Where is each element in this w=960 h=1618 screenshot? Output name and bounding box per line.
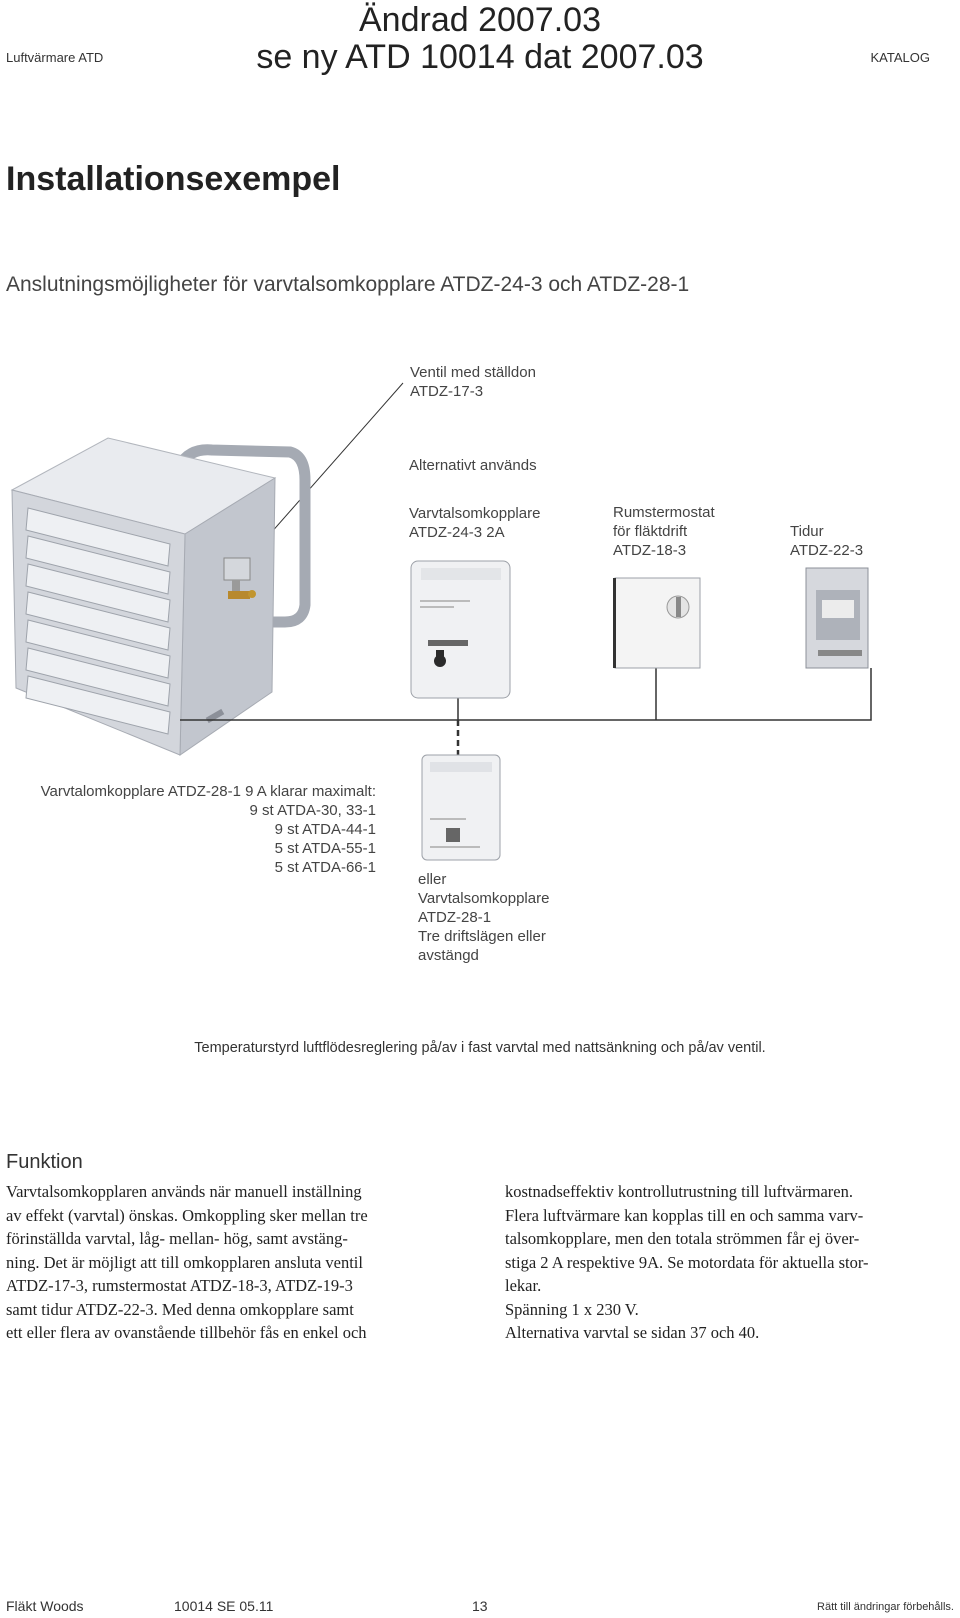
footer-rights: Rätt till ändringar förbehålls.	[817, 1601, 954, 1613]
air-heater-icon	[10, 437, 277, 756]
connection-line	[180, 668, 872, 721]
section-column-1: Varvtalsomkopplaren används när manuell …	[6, 1182, 368, 1342]
diagram-caption: Temperaturstyrd luftflödesreglering på/a…	[194, 1040, 766, 1056]
section-heading: Funktion	[6, 1151, 83, 1173]
footer-page-number: 13	[472, 1598, 488, 1614]
footer-brand: Fläkt Woods	[6, 1598, 84, 1614]
switch-28-1-label: eller Varvtalsomkopplare ATDZ-28-1 Tre d…	[418, 871, 550, 964]
room-thermostat-icon	[613, 577, 701, 669]
revision-line-2: se ny ATD 10014 dat 2007.03	[256, 38, 704, 76]
speed-switch-24-3-icon	[410, 560, 511, 699]
page-title: Installationsexempel	[6, 160, 341, 198]
switch-28-1-capacity: Varvtalomkopplare ATDZ-28-1 9 A klarar m…	[40, 783, 376, 876]
footer-doc-number: 10014 SE 05.11	[174, 1598, 274, 1614]
speed-switch-28-1-icon	[421, 754, 501, 861]
valve-actuator-icon	[223, 557, 256, 599]
installation-diagram	[10, 382, 872, 861]
heater-pipe-icon	[174, 444, 311, 628]
page-subtitle: Anslutningsmöjligheter för varvtalsomkop…	[6, 273, 690, 296]
revision-note: Ändrad 2007.03 se ny ATD 10014 dat 2007.…	[0, 2, 960, 76]
timer-icon	[805, 567, 869, 669]
revision-line-1: Ändrad 2007.03	[359, 1, 601, 39]
valve-label: Ventil med ställdon ATDZ-17-3	[410, 364, 536, 400]
timer-label: Tidur ATDZ-22-3	[790, 523, 864, 559]
alternative-label: Alternativt används	[409, 457, 537, 474]
thermostat-label: Rumstermostat för fläktdrift ATDZ-18-3	[613, 504, 715, 559]
header-right: KATALOG	[870, 50, 930, 65]
switch-24-3-label: Varvtalsomkopplare ATDZ-24-3 2A	[409, 505, 541, 541]
section-column-2: kostnadseffektiv kontrollutrustning till…	[505, 1182, 869, 1342]
header-left: Luftvärmare ATD	[6, 50, 104, 65]
